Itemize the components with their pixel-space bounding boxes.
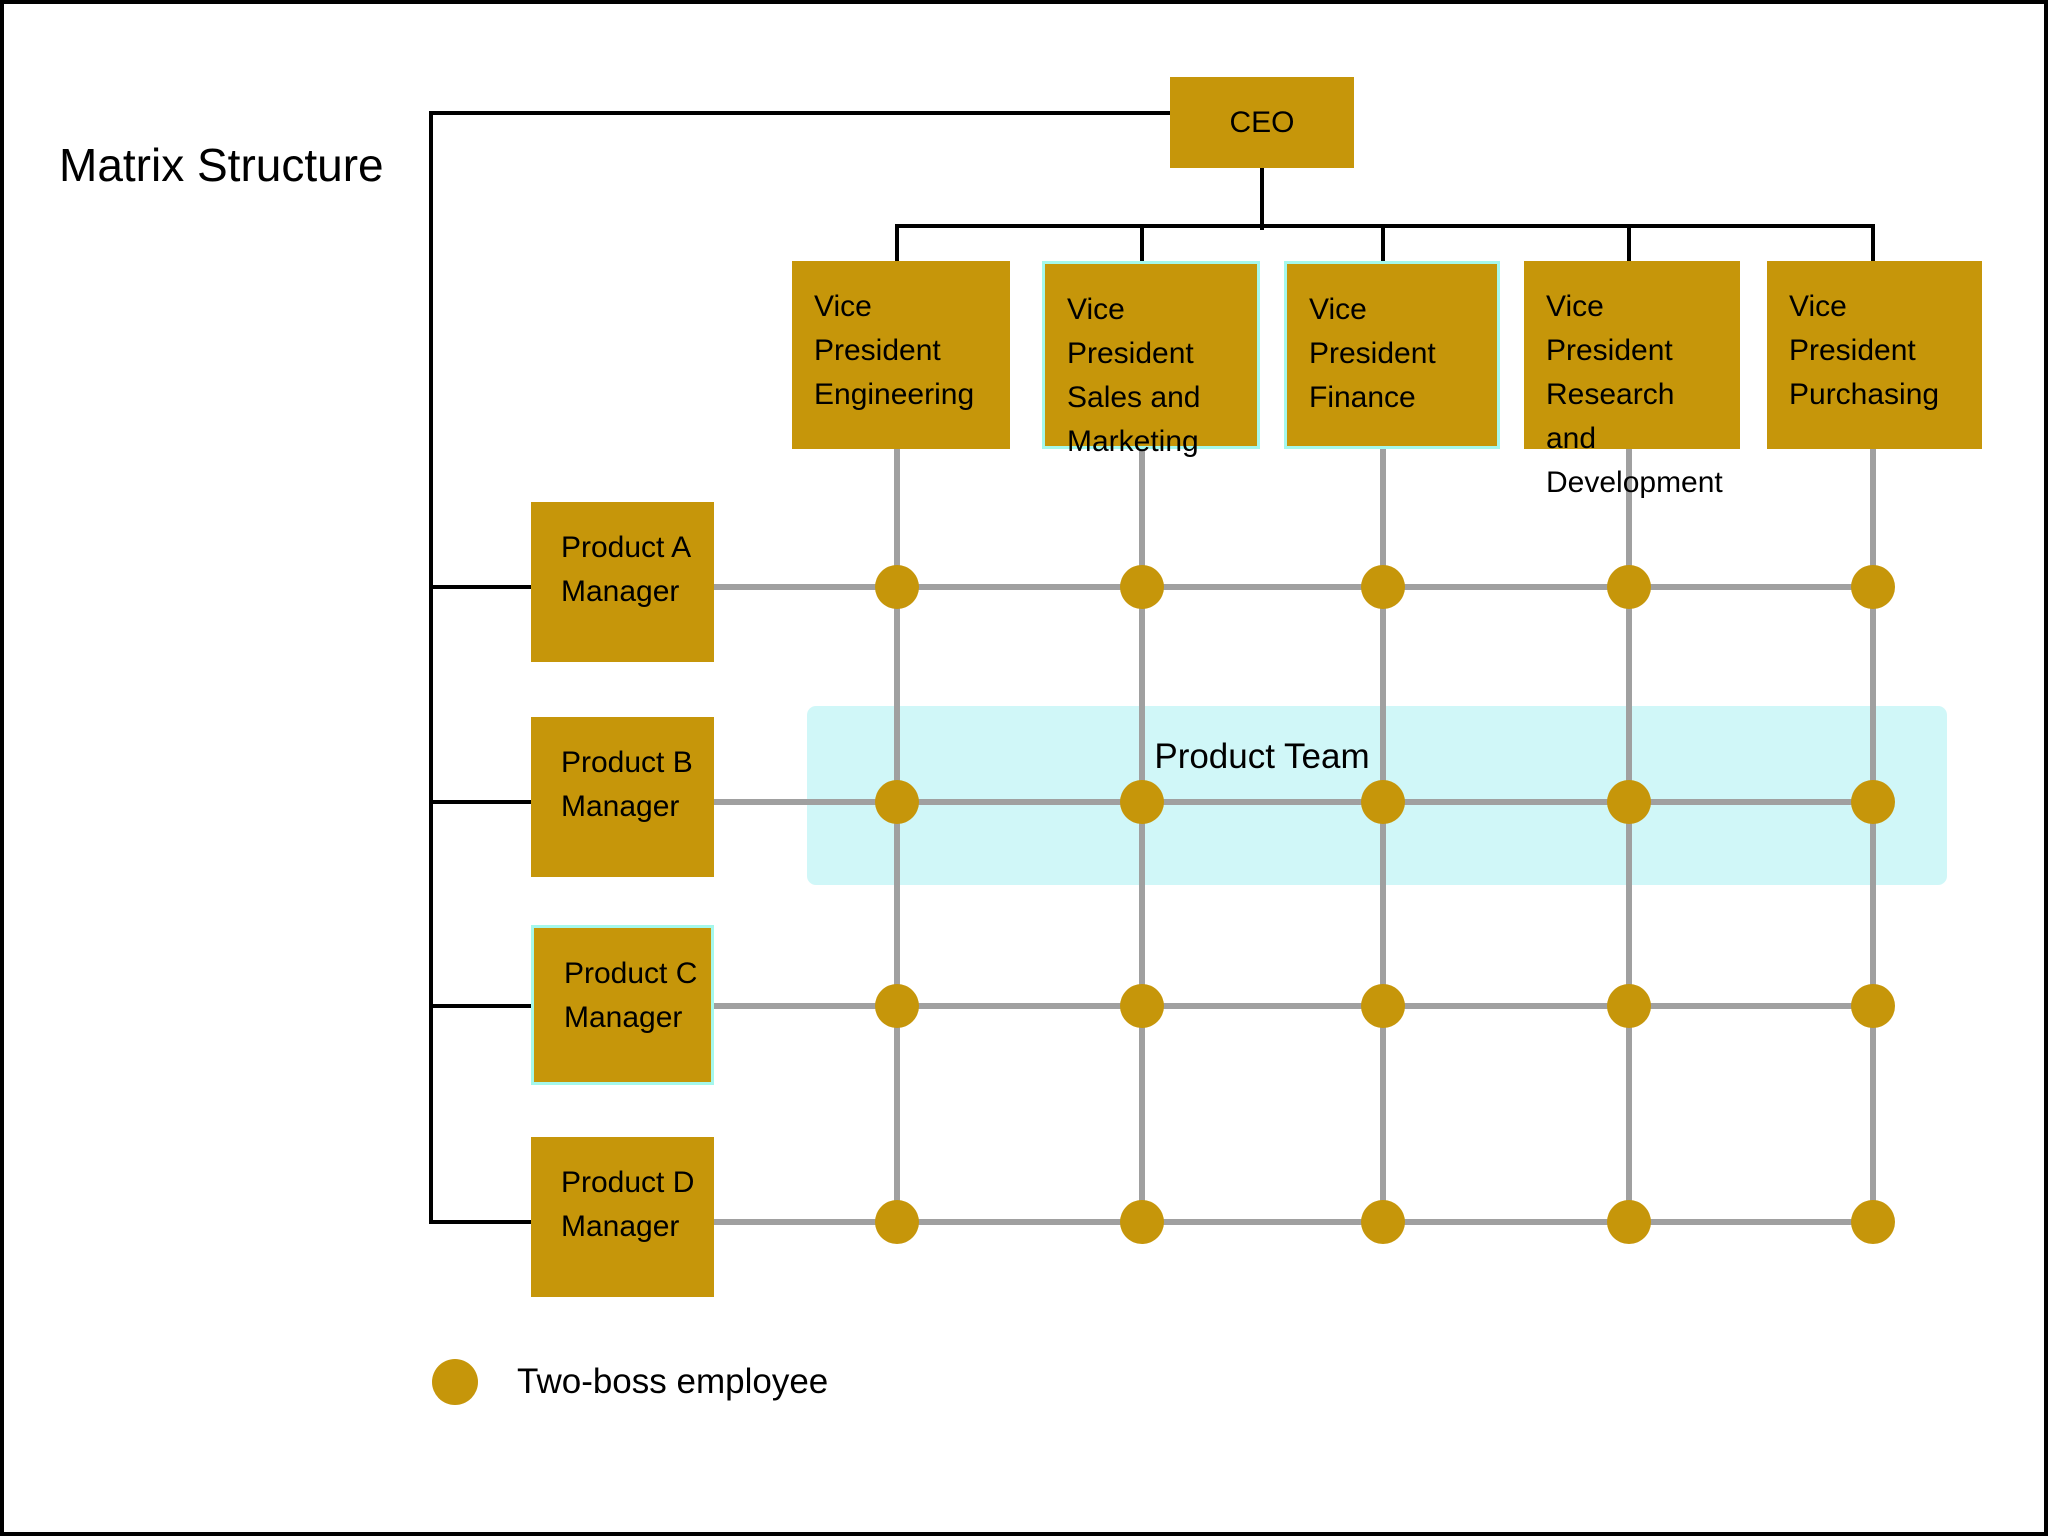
grid-column-line-1 bbox=[1139, 449, 1145, 1225]
two-boss-employee-dot-r0c0 bbox=[875, 565, 919, 609]
two-boss-employee-dot-r0c1 bbox=[1120, 565, 1164, 609]
product-box-d: Product D Manager bbox=[531, 1137, 714, 1297]
vp-drop-line-2 bbox=[1381, 226, 1385, 263]
two-boss-employee-dot-r2c1 bbox=[1120, 984, 1164, 1028]
spine-line bbox=[429, 111, 433, 1224]
vp-box-finance: Vice President Finance bbox=[1284, 261, 1500, 449]
grid-row-line-3 bbox=[714, 1219, 1876, 1225]
grid-column-line-0 bbox=[894, 449, 900, 1225]
product-team-label: Product Team bbox=[1154, 737, 1370, 776]
legend-label: Two-boss employee bbox=[517, 1362, 829, 1401]
two-boss-employee-dot-r0c4 bbox=[1851, 565, 1895, 609]
two-boss-employee-legend-icon bbox=[432, 1359, 478, 1405]
vp-distribution-bar bbox=[895, 224, 1875, 228]
vp-drop-line-4 bbox=[1871, 226, 1875, 263]
product-box-b: Product B Manager bbox=[531, 717, 714, 877]
two-boss-employee-dot-r1c0 bbox=[875, 780, 919, 824]
vp-box-sales-marketing: Vice President Sales and Marketing bbox=[1042, 261, 1260, 458]
vp-box-engineering: Vice President Engineering bbox=[792, 261, 1010, 449]
two-boss-employee-dot-r3c0 bbox=[875, 1200, 919, 1244]
two-boss-employee-dot-r1c1 bbox=[1120, 780, 1164, 824]
two-boss-employee-dot-r1c4 bbox=[1851, 780, 1895, 824]
ceo-drop-line bbox=[1260, 166, 1264, 230]
product-branch-line-0 bbox=[429, 585, 533, 589]
two-boss-employee-dot-r3c2 bbox=[1361, 1200, 1405, 1244]
two-boss-employee-dot-r2c0 bbox=[875, 984, 919, 1028]
vp-box-research-development: Vice President Research and Development bbox=[1524, 261, 1740, 499]
two-boss-employee-dot-r0c3 bbox=[1607, 565, 1651, 609]
grid-column-line-3 bbox=[1626, 449, 1632, 1225]
vp-drop-line-3 bbox=[1627, 226, 1631, 263]
two-boss-employee-dot-r1c2 bbox=[1361, 780, 1405, 824]
two-boss-employee-dot-r3c4 bbox=[1851, 1200, 1895, 1244]
grid-column-line-4 bbox=[1870, 449, 1876, 1225]
ceo-box: CEO bbox=[1170, 77, 1354, 168]
grid-row-line-1 bbox=[714, 799, 1876, 805]
vp-drop-line-0 bbox=[895, 226, 899, 263]
two-boss-employee-dot-r2c2 bbox=[1361, 984, 1405, 1028]
two-boss-employee-dot-r2c4 bbox=[1851, 984, 1895, 1028]
vp-box-purchasing: Vice President Purchasing bbox=[1767, 261, 1982, 449]
product-branch-line-3 bbox=[429, 1220, 533, 1224]
page-title: Matrix Structure bbox=[59, 139, 384, 191]
grid-row-line-2 bbox=[714, 1003, 1876, 1009]
product-branch-line-2 bbox=[429, 1004, 533, 1008]
product-box-a: Product A Manager bbox=[531, 502, 714, 662]
ceo-left-line bbox=[429, 111, 1170, 115]
two-boss-employee-dot-r1c3 bbox=[1607, 780, 1651, 824]
two-boss-employee-dot-r3c1 bbox=[1120, 1200, 1164, 1244]
grid-column-line-2 bbox=[1380, 449, 1386, 1225]
vp-drop-line-1 bbox=[1140, 226, 1144, 263]
product-branch-line-1 bbox=[429, 800, 533, 804]
product-box-c: Product C Manager bbox=[531, 925, 714, 1085]
two-boss-employee-dot-r2c3 bbox=[1607, 984, 1651, 1028]
grid-row-line-0 bbox=[714, 584, 1876, 590]
two-boss-employee-dot-r3c3 bbox=[1607, 1200, 1651, 1244]
two-boss-employee-dot-r0c2 bbox=[1361, 565, 1405, 609]
